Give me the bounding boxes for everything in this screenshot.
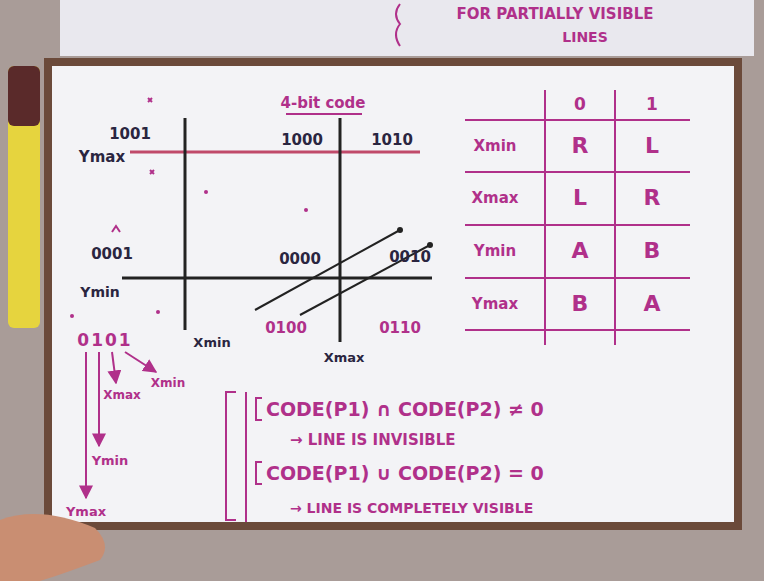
title: 4-bit code [280, 95, 365, 112]
mark [150, 170, 154, 174]
boundary-label: Ymin [80, 285, 120, 300]
boundary-label: Xmax [324, 351, 365, 365]
table-cell: R [644, 186, 661, 210]
ymin-line [122, 277, 432, 280]
marker-cap [8, 66, 40, 126]
table-rule [544, 90, 546, 345]
region-code: 1000 [281, 132, 323, 149]
region-code: 0010 [389, 249, 431, 266]
table-cell: L [645, 134, 659, 158]
board-frame [48, 62, 738, 526]
bit-arrow [112, 352, 116, 383]
table-header: 0 [574, 95, 586, 114]
mark [304, 208, 308, 212]
region-code: 0100 [265, 320, 307, 337]
region-code: 0000 [279, 251, 321, 268]
marker-pen [8, 66, 40, 328]
region-code: 0101 [77, 331, 132, 350]
end-point [397, 227, 403, 233]
table-cell: Xmax [472, 190, 519, 207]
table-rule [614, 90, 616, 345]
mark [112, 226, 120, 232]
table-header: 1 [646, 95, 658, 114]
condition: CODE(P1) ∩ CODE(P2) ≠ 0 [266, 399, 544, 420]
bit-meaning: Xmax [103, 389, 141, 402]
bracket [245, 392, 247, 522]
bit-arrow [125, 352, 156, 372]
condition: CODE(P1) ∪ CODE(P2) = 0 [266, 463, 544, 484]
table-rule [465, 171, 690, 173]
table-cell: Xmin [473, 138, 516, 155]
mark [156, 310, 160, 314]
bracket [256, 398, 262, 420]
brace [396, 4, 400, 46]
mark [70, 314, 74, 318]
table-cell: Ymax [472, 296, 518, 313]
table-rule [465, 329, 690, 331]
table-cell: Ymin [474, 243, 516, 260]
condition-result: → LINE IS COMPLETELY VISIBLE [290, 501, 533, 516]
ymax-line [130, 151, 420, 154]
table-cell: A [571, 239, 588, 263]
paper-sheet [60, 0, 754, 56]
region-code: 1001 [109, 126, 151, 143]
bit-arrow [85, 352, 87, 498]
table-rule [465, 224, 690, 226]
mark [204, 190, 208, 194]
table-rule [465, 119, 690, 121]
condition-result: → LINE IS INVISIBLE [290, 432, 456, 449]
bit-arrow [98, 352, 100, 446]
title-underline [286, 113, 362, 115]
line-segment [255, 230, 400, 310]
table-cell: B [572, 292, 589, 316]
region-code: 0001 [91, 246, 133, 263]
end-point [427, 242, 433, 248]
region-code: 1010 [371, 132, 413, 149]
table-cell: R [572, 134, 589, 158]
table-cell: L [573, 186, 587, 210]
mark [148, 98, 152, 102]
hand [0, 514, 105, 581]
paper-note: FOR PARTIALLY VISIBLE [457, 6, 654, 23]
table-cell: B [644, 239, 661, 263]
bit-meaning: Ymin [92, 454, 129, 468]
region-code: 0110 [379, 320, 421, 337]
bit-meaning: Xmin [151, 377, 185, 390]
boundary-label: Ymax [79, 149, 125, 166]
xmax-line [339, 118, 342, 342]
bracket [226, 392, 236, 520]
table-rule [465, 277, 690, 279]
paper-note: LINES [562, 30, 608, 45]
table-cell: A [643, 292, 660, 316]
bit-meaning: Ymax [66, 505, 106, 519]
bracket [256, 462, 262, 484]
boundary-label: Xmin [193, 336, 230, 350]
xmin-line [184, 118, 187, 330]
